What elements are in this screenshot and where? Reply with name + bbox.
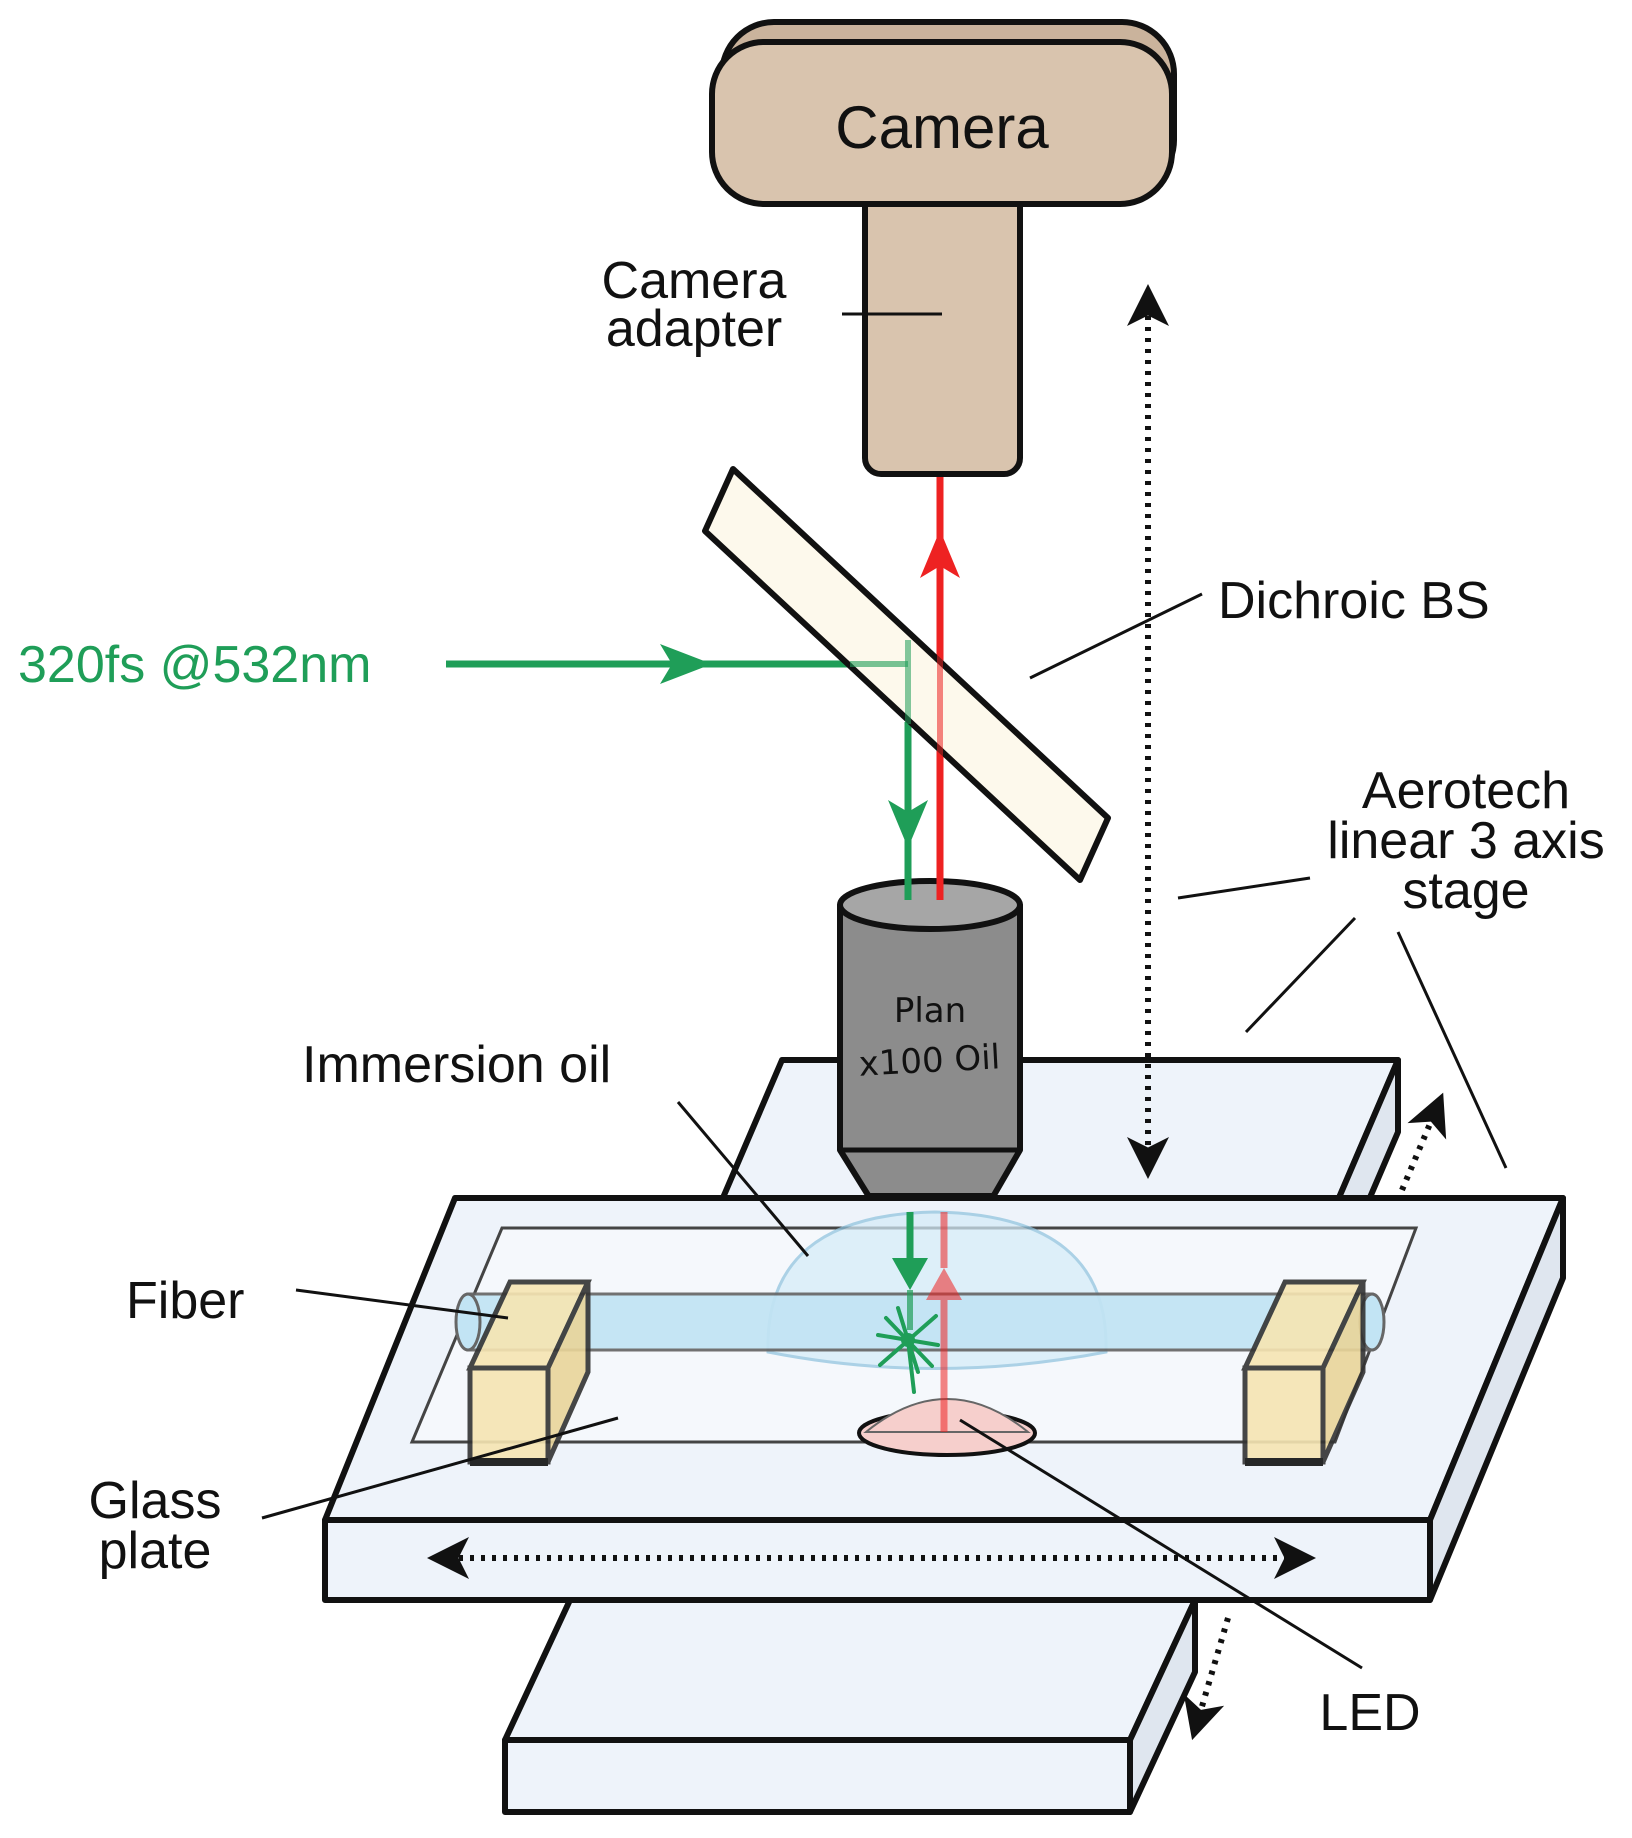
camera-adapter-label-line1: Camera — [602, 252, 787, 310]
laser-input-beam — [446, 644, 850, 684]
leader-led — [959, 1418, 1363, 1670]
y-axis-arrow-front — [1183, 1617, 1231, 1741]
stage-label-line1: Aerotech — [1362, 762, 1570, 820]
leader-stage-c — [1396, 931, 1508, 1169]
camera-adapter-label-line2: adapter — [606, 300, 782, 358]
red-beam-lower — [926, 1212, 962, 1432]
glass-plate-label-line2: plate — [99, 1522, 212, 1580]
y-axis-arrow-back — [1399, 1092, 1447, 1192]
laser-focus-spark — [876, 1306, 940, 1394]
clamp-right — [1241, 1279, 1367, 1466]
glass-plate-label-line1: Glass — [89, 1472, 222, 1530]
fiber-label: Fiber — [126, 1272, 244, 1330]
laser-source-label: 320fs @532nm — [18, 636, 371, 694]
led-label: LED — [1319, 1684, 1420, 1742]
camera-label: Camera — [835, 94, 1049, 161]
leader-fiber — [295, 1288, 509, 1320]
camera-adapter — [862, 183, 1023, 477]
stage-label-line3: stage — [1402, 862, 1529, 920]
objective-label-line2: x100 Oil — [858, 1037, 1001, 1084]
green-beam-lower — [892, 1212, 928, 1330]
dichroic-label: Dichroic BS — [1218, 572, 1490, 630]
objective-label-line1: Plan — [894, 991, 966, 1031]
leader-dichroic — [1029, 592, 1203, 680]
leader-immersion-oil — [676, 1101, 810, 1257]
green-beam-upper — [888, 722, 928, 900]
camera-body: Camera — [709, 19, 1177, 207]
leader-glass-plate — [261, 1416, 619, 1520]
leader-stage-a — [1177, 876, 1311, 900]
objective-lens: Plan x100 Oil — [837, 878, 1023, 1215]
lower-stage-plate — [502, 1597, 1198, 1815]
stage-label-line2: linear 3 axis — [1327, 812, 1604, 870]
clamp-left — [466, 1279, 592, 1466]
immersion-oil-label: Immersion oil — [302, 1036, 611, 1094]
leader-stage-b — [1244, 916, 1357, 1034]
